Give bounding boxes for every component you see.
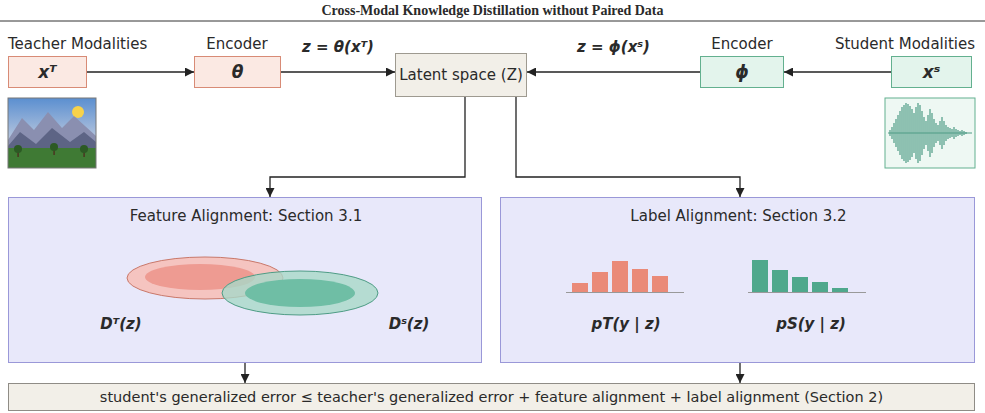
mountain-back: [8, 112, 96, 150]
panel-heading: Feature Alignment: Section 3.1: [9, 207, 483, 225]
box-label: xᵀ: [38, 62, 56, 82]
ground: [8, 148, 96, 168]
waveform-image: [885, 98, 975, 168]
modality-heading: Teacher Modalities: [8, 35, 178, 53]
box-label: Latent space (Z): [399, 66, 523, 84]
modality-heading: Student Modalities: [795, 35, 975, 53]
encoder-heading: Encoder: [692, 35, 792, 53]
flow-arrow: [244, 363, 245, 383]
tree-trunk: [83, 150, 85, 157]
flow-arrow: [784, 71, 891, 72]
tree-trunk: [53, 148, 55, 155]
baseline: [566, 292, 684, 293]
tree-crown: [80, 145, 88, 153]
distribution-label: pS(y | z): [746, 315, 876, 333]
bar: [832, 288, 848, 292]
sky: [8, 98, 96, 168]
waveform-frame: [885, 98, 975, 168]
distribution-ellipses: [127, 257, 378, 315]
panel-heading: Label Alignment: Section 3.2: [501, 207, 976, 225]
bar: [792, 277, 808, 292]
teacher-distribution: [127, 257, 283, 299]
flow-arrow: [270, 97, 465, 197]
bar: [652, 276, 668, 292]
encoder-heading: Encoder: [187, 35, 287, 53]
bar: [592, 272, 608, 292]
box-label: xˢ: [923, 62, 940, 82]
student-distribution: [222, 271, 378, 315]
student-bar-chart: [748, 260, 866, 293]
bar: [612, 261, 628, 292]
latent-box: Latent space (Z): [395, 53, 527, 97]
tree-trunk: [17, 150, 19, 157]
bar: [772, 270, 788, 292]
tree-crown: [50, 143, 58, 151]
bar: [812, 282, 828, 292]
alignment-panel: Label Alignment: Section 3.2 pT(y | z) pS(…: [500, 197, 975, 363]
encoder-box: θ: [194, 56, 281, 88]
modality-box: xˢ: [891, 56, 972, 88]
distribution-label: Dˢ(z): [359, 315, 459, 333]
bar: [752, 260, 768, 292]
mountain-front: [8, 128, 96, 152]
bar: [572, 283, 588, 292]
figure-title: Cross-Modal Knowledge Distillation witho…: [0, 3, 985, 19]
flow-arrow: [739, 363, 740, 383]
image-border: [8, 98, 96, 168]
teacher-bar-chart: [566, 261, 684, 293]
sun: [72, 106, 84, 118]
modality-box: xᵀ: [8, 56, 87, 88]
edge-label: z = θ(xᵀ): [268, 38, 408, 56]
waveform: [888, 103, 972, 163]
flow-arrow: [527, 71, 700, 72]
encoder-box: ϕ: [700, 56, 784, 88]
baseline: [748, 292, 866, 293]
bound-box: student's generalized error ≤ teacher's …: [8, 383, 975, 411]
tree-crown: [14, 145, 22, 153]
distribution-label: Dᵀ(z): [71, 315, 171, 333]
bar: [632, 269, 648, 292]
flow-arrow: [281, 71, 395, 72]
title-rule: [0, 21, 985, 22]
alignment-panel: Feature Alignment: Section 3.1Dᵀ(z) Dˢ(z): [8, 197, 482, 363]
box-label: ϕ: [735, 62, 749, 82]
teacher-distribution-core: [145, 264, 255, 290]
student-distribution-core: [245, 279, 355, 307]
box-label: student's generalized error ≤ teacher's …: [100, 389, 883, 405]
edge-label: z = ϕ(xˢ): [544, 38, 684, 56]
flow-arrow: [87, 71, 194, 72]
landscape-image: [8, 98, 96, 168]
box-label: θ: [232, 62, 244, 82]
distribution-label: pT(y | z): [561, 315, 691, 333]
flow-arrow: [516, 97, 740, 197]
